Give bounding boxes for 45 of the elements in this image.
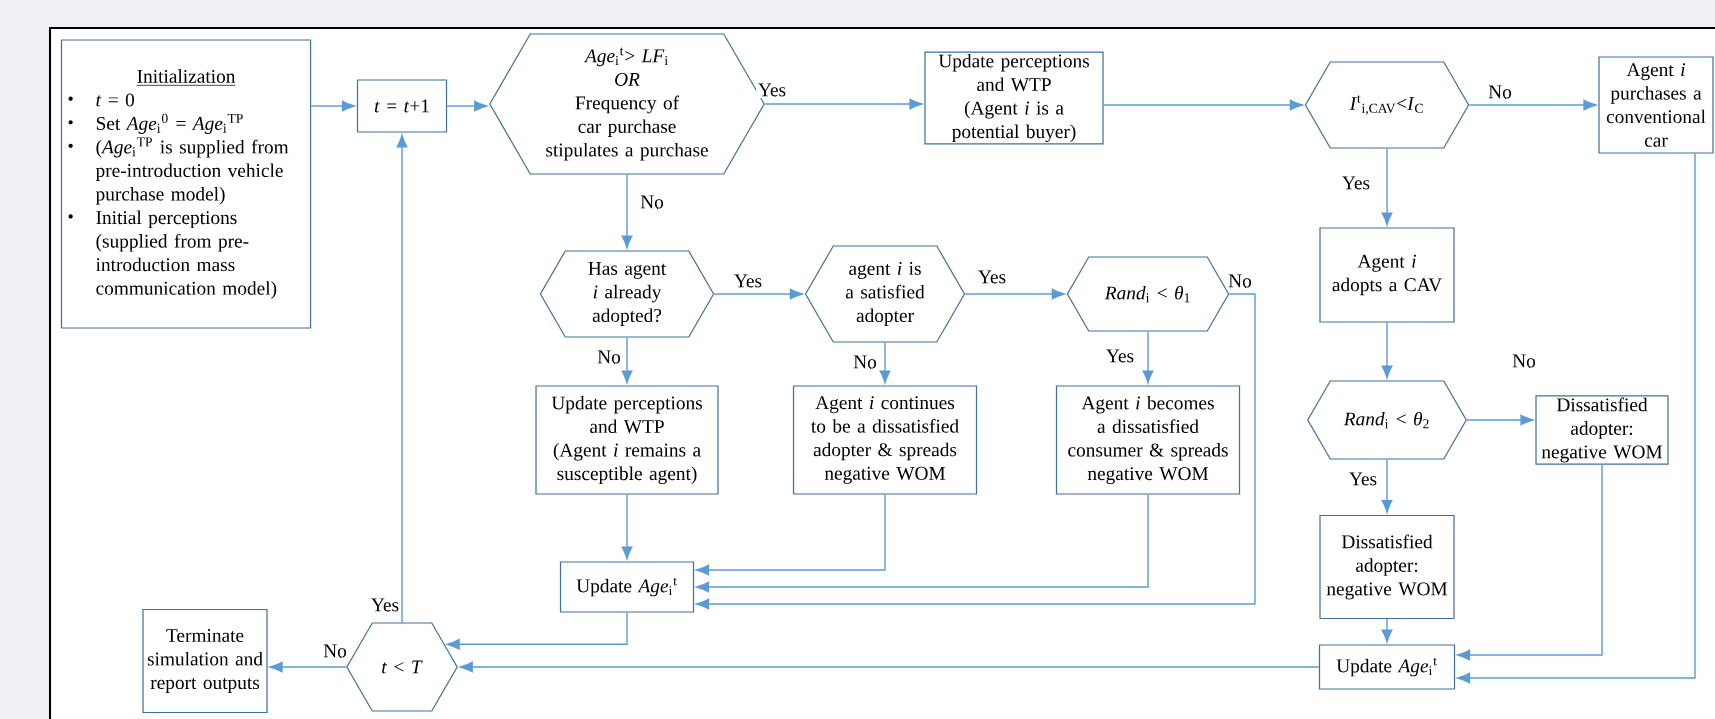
decision-hexagon: Has agent i already adopted? xyxy=(539,250,715,338)
arrow xyxy=(446,100,488,112)
arrow xyxy=(1468,99,1597,111)
arrow xyxy=(310,100,355,112)
process-box: Dissatisfied adopter: negative WOM xyxy=(1319,514,1455,620)
decision-hexagon: I$^{t}$$_{i,CAV}$<I$_{C}$ xyxy=(1304,61,1470,149)
decision-hexagon: agent i is a satisfied adopter xyxy=(804,245,966,343)
arrow xyxy=(713,288,803,300)
arrow xyxy=(1381,618,1393,643)
process-box: Agent i becomes a dissatisfied consumer & spreads negative WOM xyxy=(1055,385,1241,495)
arrow xyxy=(621,336,633,384)
process-box: Update Age$_{i}$t xyxy=(559,561,695,613)
arrow xyxy=(621,173,633,249)
arrow xyxy=(964,288,1065,300)
process-box: Update Age$_{i}$t xyxy=(1318,644,1456,690)
arrow xyxy=(696,293,1256,610)
arrow xyxy=(621,493,633,560)
arrow xyxy=(1142,330,1154,384)
process-box: Dissatisfied adopter: negative WOM xyxy=(1535,395,1669,465)
arrow xyxy=(1466,414,1534,426)
process-box: Agent i purchases a conventional car xyxy=(1598,56,1714,154)
arrow xyxy=(879,341,891,384)
arrow xyxy=(446,611,628,650)
arrow xyxy=(1381,321,1393,379)
process-box: Agent i continues to be a dissatisfied adopter & spreads negative WOM xyxy=(792,385,978,495)
arrow xyxy=(764,98,923,110)
arrow xyxy=(696,493,1149,593)
arrow xyxy=(396,134,408,624)
arrow xyxy=(1457,464,1603,661)
arrow xyxy=(269,661,347,673)
process-box: Terminate simulation and report outputs xyxy=(142,608,268,714)
arrow xyxy=(1381,458,1393,513)
decision-hexagon: Rand$_{i}$ < θ$_{2}$ xyxy=(1307,380,1467,460)
arrow xyxy=(1102,99,1303,111)
process-box: Agent i adopts a CAV xyxy=(1319,227,1455,323)
process-box: t = t+1 xyxy=(356,79,448,133)
process-box: Update perceptions and WTP (Agent i is a potential buyer) xyxy=(924,51,1104,145)
process-box: Update perceptions and WTP (Agent i remains a susceptible agent) xyxy=(535,385,719,495)
arrow xyxy=(459,661,1320,673)
decision-hexagon: Rand$_{i}$ < θ$_{1}$ xyxy=(1066,256,1230,332)
decision-hexagon: t < T xyxy=(346,622,458,712)
arrow xyxy=(1381,147,1393,226)
arrow xyxy=(696,493,886,576)
initialization-box: Initialization t = 0 Set Age$_{i}$$^{0}$ = Age$_{i}$TP (Age$_{i}$$^{TP}$ is supplied from pre-introduction vehicle purchase model) Initial perceptions (supplied from pre-introduction mass communication model) xyxy=(60,39,312,329)
arrow xyxy=(1457,152,1696,684)
